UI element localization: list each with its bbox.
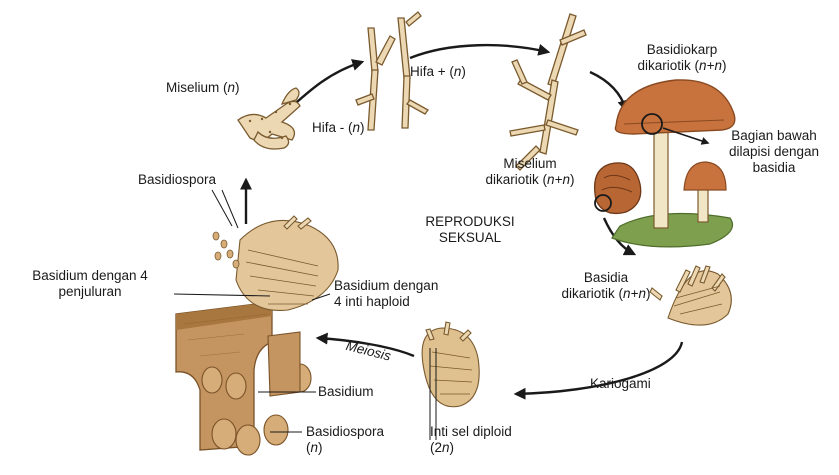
label-miselium-n: Miselium (n)	[166, 80, 240, 96]
arrow-miselium-to-basidiokarp	[590, 72, 626, 110]
label-basidiokarp: Basidiokarp dikariotik (n+n)	[622, 42, 742, 74]
arrow-hifa-to-miselium-dikariotik	[410, 45, 548, 58]
label-basidium-4-inti: Basidium dengan 4 inti haploid	[334, 278, 438, 310]
label-basidiospora-top: Basidiospora	[138, 172, 216, 188]
label-basidium-4-penjuluran: Basidium dengan 4 penjuluran	[6, 268, 174, 300]
label-basidium: Basidium	[318, 384, 374, 400]
label-kariogami: Kariogami	[590, 376, 651, 392]
arrow-miselium-to-hifa	[288, 62, 362, 110]
label-basidia-dikariotik: Basidia dikariotik (n+n)	[546, 270, 666, 302]
spore-dots	[213, 232, 239, 268]
label-hifa-minus: Hifa - (n)	[312, 120, 365, 136]
label-bagian-bawah: Bagian bawah dilapisi dengan basidia	[712, 128, 836, 176]
label-miselium-dikariotik: Miselium dikariotik (n+n)	[468, 156, 592, 188]
mycelium-n-illustration	[238, 88, 300, 149]
center-title: REPRODUKSI SEKSUAL	[400, 214, 540, 246]
mycelium-dikaryotic-illustration	[510, 14, 586, 170]
label-inti-sel-diploid: Inti sel diploid (2n)	[430, 424, 512, 456]
label-hifa-plus: Hifa + (n)	[410, 64, 466, 80]
label-basidiospora-bottom: Basidiospora (n)	[306, 424, 384, 456]
diploid-basidia-cluster	[422, 322, 479, 440]
